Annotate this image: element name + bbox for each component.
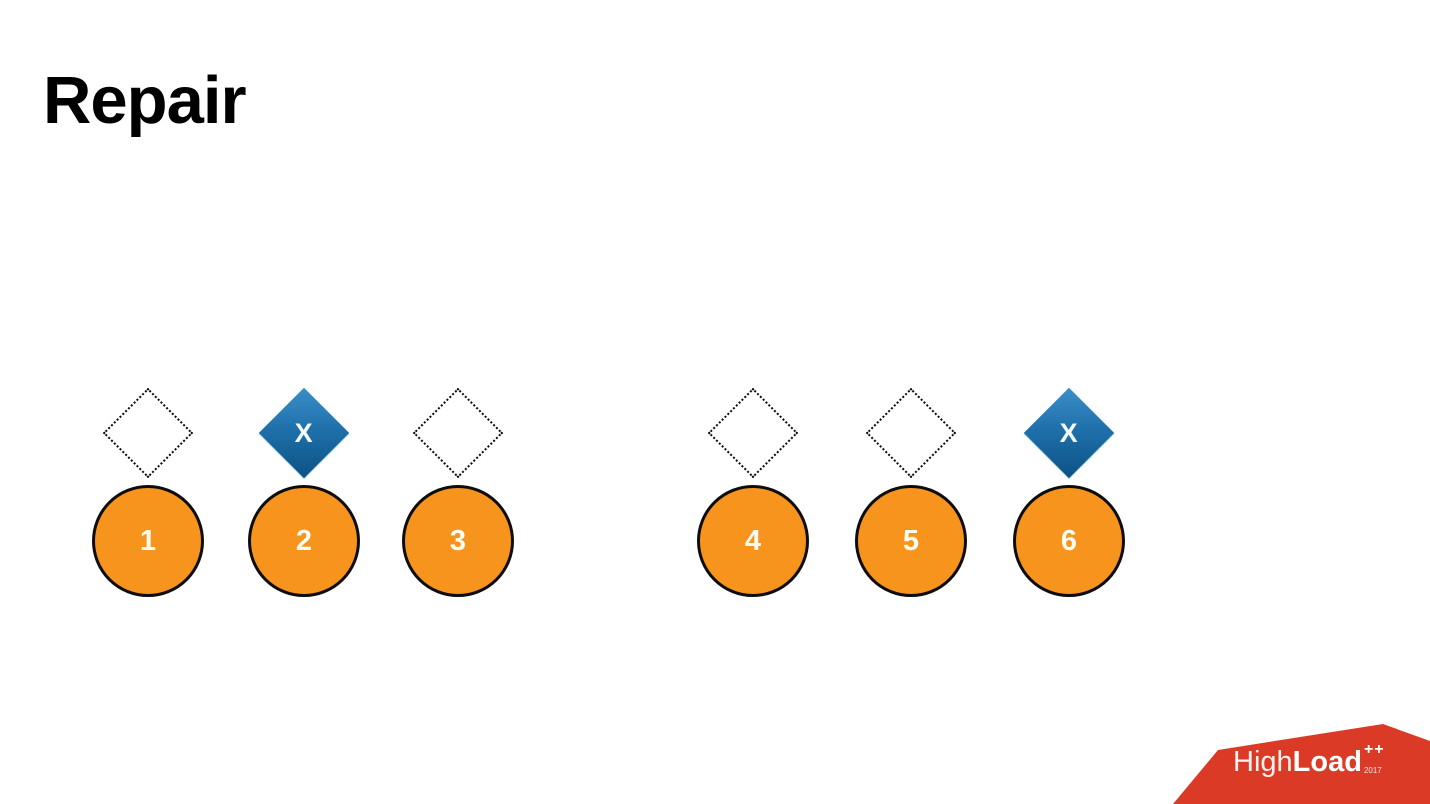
node-4: 4 bbox=[683, 385, 823, 600]
node-label: 6 bbox=[1060, 524, 1078, 557]
node-6: X 6 bbox=[999, 385, 1139, 600]
token-diamond-empty-icon bbox=[707, 387, 799, 479]
node-circle: 5 bbox=[855, 485, 967, 597]
node-5: 5 bbox=[841, 385, 981, 600]
brand-load: Load bbox=[1292, 746, 1362, 778]
token-mark: X bbox=[294, 417, 314, 448]
node-circle: 1 bbox=[92, 485, 204, 597]
node-2: X 2 bbox=[234, 385, 374, 600]
node-3: 3 bbox=[388, 385, 528, 600]
brand-plus-plus: ++ bbox=[1363, 741, 1385, 758]
brand-year: 2017 bbox=[1363, 766, 1382, 775]
node-label: 3 bbox=[449, 524, 467, 557]
brand-suffix: ++ 2017 bbox=[1364, 742, 1385, 775]
node-circle: 6 bbox=[1013, 485, 1125, 597]
node-circle: 2 bbox=[248, 485, 360, 597]
token-diamond-failed-icon: X bbox=[258, 387, 350, 479]
node-label: 5 bbox=[902, 524, 920, 557]
token-mark: X bbox=[1059, 417, 1079, 448]
node-label: 2 bbox=[295, 524, 313, 557]
node-1: 1 bbox=[78, 385, 218, 600]
node-circle: 4 bbox=[697, 485, 809, 597]
token-diamond-empty-icon bbox=[102, 387, 194, 479]
token-diamond-empty-icon bbox=[412, 387, 504, 479]
slide-title: Repair bbox=[43, 63, 247, 138]
banner-ribbon-shape bbox=[1173, 724, 1430, 804]
token-diamond-failed-icon: X bbox=[1023, 387, 1115, 479]
token-diamond-empty-icon bbox=[865, 387, 957, 479]
node-label: 4 bbox=[744, 524, 762, 557]
node-circle: 3 bbox=[402, 485, 514, 597]
node-label: 1 bbox=[139, 524, 157, 557]
brand-high: High bbox=[1233, 746, 1293, 778]
